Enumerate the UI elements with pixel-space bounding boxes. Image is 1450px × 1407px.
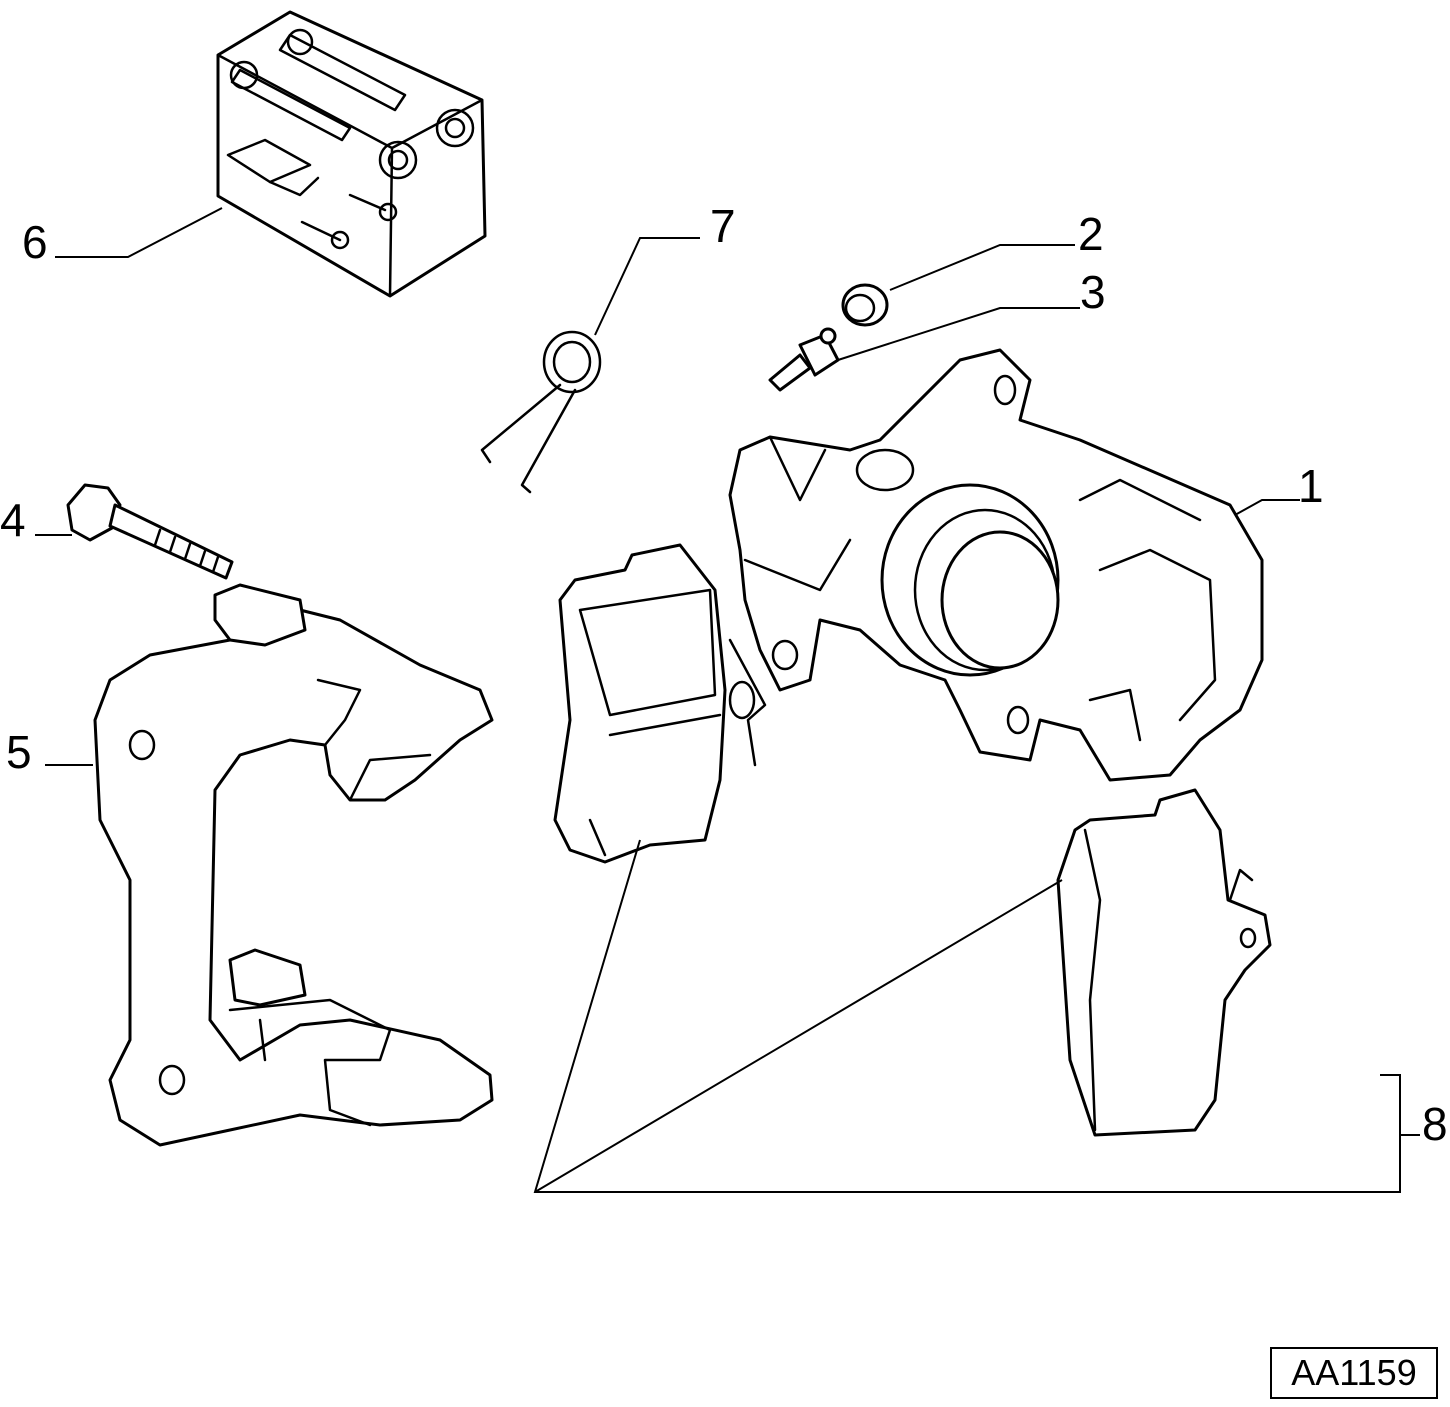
- callout-4: 4: [0, 494, 26, 546]
- diagram-reference-code: AA1159: [1270, 1347, 1438, 1399]
- callout-6: 6: [22, 216, 48, 268]
- brake-pad-inner: [553, 543, 767, 864]
- callout-2: 2: [1078, 208, 1104, 260]
- callout-3: 3: [1080, 266, 1106, 318]
- callout-7: 7: [710, 200, 736, 252]
- callout-5: 5: [6, 726, 32, 778]
- leader-line-1: [1234, 499, 1300, 516]
- callout-1: 1: [1298, 460, 1324, 512]
- leader-line-3: [837, 307, 1080, 361]
- callout-8: 8: [1422, 1098, 1448, 1150]
- leader-line-6: [55, 207, 223, 258]
- dust-cap: [841, 283, 889, 327]
- caliper: [728, 348, 1264, 782]
- brake-pad-outer: [1056, 788, 1272, 1137]
- guide-pin-kit-box: [216, 10, 487, 298]
- caliper-bracket: [93, 583, 494, 1147]
- bleed-screw: [768, 327, 840, 392]
- bolt: [66, 483, 234, 580]
- leader-line-8: [533, 839, 1420, 1193]
- leader-line-2: [889, 244, 1075, 291]
- leader-line-7: [594, 237, 700, 336]
- retaining-spring: [480, 330, 602, 494]
